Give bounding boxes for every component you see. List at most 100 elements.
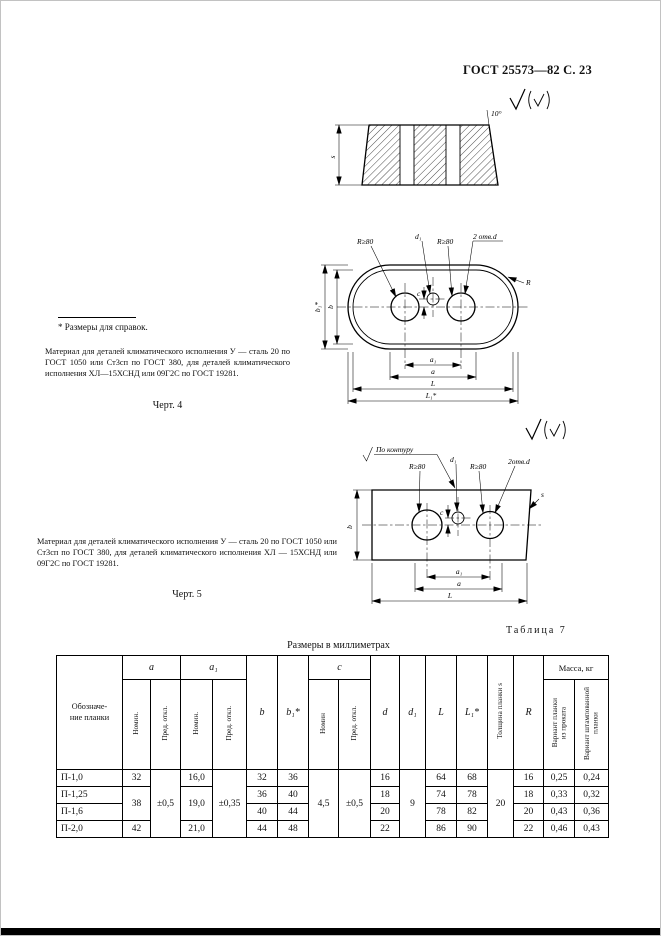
col-header-s: Толщина планки s: [487, 655, 514, 770]
table-title: Таблица 7: [506, 625, 567, 636]
angle-label: 10°: [491, 109, 502, 118]
leader-holes: 2 отв.d: [463, 232, 503, 295]
dim-label-b: b: [326, 305, 335, 309]
hatched-section: [362, 125, 498, 185]
cell-d: 22: [370, 820, 400, 838]
cell-d: 20: [370, 803, 400, 821]
cell-name: П-1,25: [56, 786, 123, 804]
col-header-L1: L₁*: [456, 655, 488, 770]
cell-L1: 68: [456, 769, 488, 787]
cell-a: 42: [122, 820, 151, 838]
cell-L: 86: [425, 820, 457, 838]
dimension-c: c: [417, 287, 427, 319]
cell-a1: 19,0: [180, 786, 213, 821]
rotated-label: Пред. откл.: [350, 705, 359, 741]
cell-R: 18: [513, 786, 544, 804]
col-header-mass-stamped: Вариант штампованной планки: [574, 679, 609, 770]
col-header-a-nominal: Номин.: [122, 679, 151, 770]
col-header-c-tolerance: Пред. откл.: [338, 679, 371, 770]
cell-mass-stamped: 0,32: [574, 786, 609, 804]
leader-d1: d₁: [415, 232, 432, 294]
dimension-a1: a₁: [426, 567, 491, 580]
table-row: П-2,0 42 21,0 44 48 22 86 90 22 0,46 0,4…: [56, 820, 609, 838]
col-header-a1-tolerance: Пред. откл.: [212, 679, 247, 770]
col-header-d1: d₁: [399, 655, 426, 770]
surface-finish-symbol-2: [525, 418, 566, 441]
cell-L1: 78: [456, 786, 488, 804]
cell-b1: 44: [277, 803, 309, 821]
dim-label-c: c: [440, 508, 444, 517]
draft-angle: 10°: [486, 109, 502, 126]
rotated-label: Номин.: [192, 711, 201, 735]
plate-inner-contour: [352, 269, 514, 345]
cell-name: П-1,6: [56, 803, 123, 821]
cell-c: 4,5: [308, 769, 339, 838]
plate-outline: [371, 489, 532, 561]
centerlines: [362, 497, 543, 580]
dim-label-b1: b₁*: [313, 302, 322, 312]
label-holes: 2отв.d: [508, 457, 530, 466]
dim-label-a1: a₁: [430, 355, 437, 364]
cell-b: 44: [246, 820, 278, 838]
rotated-label: Номин: [319, 712, 328, 734]
cell-b: 32: [246, 769, 278, 787]
dim-label-c: c: [417, 289, 421, 298]
label-d1: d₁: [450, 455, 457, 464]
col-header-b: b: [246, 655, 278, 770]
rotated-label: Пред. откл.: [225, 705, 234, 741]
leader-r80-right: R≥80: [436, 237, 455, 297]
leader-r80-left: R≥80: [356, 237, 397, 298]
check-icon: [525, 418, 542, 441]
dimension-b: b: [326, 269, 353, 345]
cell-R: 16: [513, 769, 544, 787]
rotated-label: Вариант штампованной планки: [583, 686, 600, 760]
cell-R: 22: [513, 820, 544, 838]
cell-b1: 40: [277, 786, 309, 804]
dimension-L: L: [371, 563, 528, 604]
page-bottom-edge: [1, 928, 660, 935]
cell-a1: 16,0: [180, 769, 213, 787]
leader-d1: d₁: [450, 455, 460, 512]
col-header-s-label: Толщина планки s: [496, 683, 505, 739]
leader-r80-left: R≥80: [408, 462, 425, 513]
cell-L1: 82: [456, 803, 488, 821]
cell-L: 78: [425, 803, 457, 821]
dimension-s: s: [328, 124, 368, 186]
dimension-b1: b₁*: [313, 264, 348, 350]
section-outline: [361, 124, 499, 186]
dim-label-b: b: [345, 525, 354, 529]
footnote: * Размеры для справок.: [58, 322, 148, 332]
cell-L1: 90: [456, 820, 488, 838]
leader-R: R: [507, 276, 531, 287]
label-R: R: [525, 278, 531, 287]
cell-a1: 21,0: [180, 820, 213, 838]
contour-finish-note: По контуру: [362, 445, 456, 489]
cell-L: 64: [425, 769, 457, 787]
dimension-a1: a₁: [404, 355, 462, 368]
cell-a1-tolerance: ±0,35: [212, 769, 247, 838]
paren-left-icon: [528, 90, 532, 110]
cell-R: 20: [513, 803, 544, 821]
check-icon: [509, 88, 526, 111]
dimension-L1: L₁*: [347, 352, 519, 404]
col-header-mass-rolled: Вариант планки из проката: [543, 679, 575, 770]
col-header-c-nominal: Номин: [308, 679, 339, 770]
plan-view-drawing-fig4: c R≥80 d₁ R≥80 2 отв.d R b₁*: [313, 232, 531, 404]
paren-right-icon: [546, 90, 550, 110]
dim-label-s: s: [328, 155, 337, 158]
col-header-R: R: [513, 655, 544, 770]
check-icon: [362, 446, 373, 462]
cell-mass-stamped: 0,24: [574, 769, 609, 787]
plate-outer-contour: [347, 264, 519, 350]
paren-right-icon: [562, 420, 566, 440]
dim-label-a: a: [431, 367, 435, 376]
cell-s: 20: [487, 769, 514, 838]
cell-mass-stamped: 0,43: [574, 820, 609, 838]
paren-left-icon: [544, 420, 548, 440]
dimension-b: b: [345, 489, 372, 561]
cell-a: 32: [122, 769, 151, 787]
col-header-a1: a₁: [180, 655, 247, 680]
cell-a-tolerance: ±0,5: [150, 769, 181, 838]
cell-name: П-2,0: [56, 820, 123, 838]
leader-r80-right: R≥80: [469, 462, 486, 514]
